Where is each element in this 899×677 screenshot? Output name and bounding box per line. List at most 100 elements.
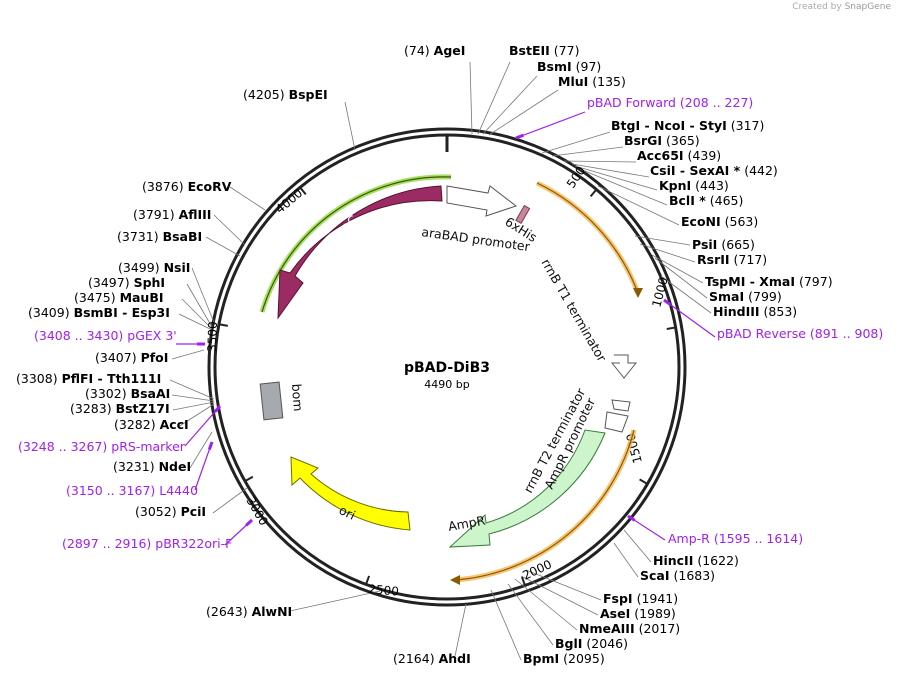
site-position: (799) — [748, 289, 782, 304]
site-position: (443) — [695, 178, 729, 193]
primer-label[interactable]: (3150 .. 3167) L4440 — [66, 483, 198, 498]
primer-label[interactable]: (3248 .. 3267) pRS-marker — [18, 439, 186, 454]
site-name: BsaAI — [131, 386, 171, 401]
restriction-site-label[interactable]: (3282) AccI — [114, 417, 189, 432]
restriction-site-label[interactable]: BglI (2046) — [555, 636, 628, 651]
araBAD-promoter-feature — [446, 185, 518, 217]
primer-label[interactable]: (2897 .. 2916) pBR322ori-F — [62, 536, 232, 551]
site-name: BpmI — [523, 651, 559, 666]
restriction-site-label[interactable]: KpnI (443) — [659, 178, 729, 193]
primer-marker — [663, 298, 672, 306]
restriction-site-label[interactable]: TspMI - XmaI (797) — [705, 274, 833, 289]
restriction-site-label[interactable]: (3791) AflIII — [133, 207, 211, 222]
leader-line — [571, 163, 650, 178]
restriction-site-label[interactable]: HindIII (853) — [713, 304, 797, 319]
site-name: BsmI — [537, 59, 572, 74]
rrnB-T2-feature — [611, 399, 631, 412]
site-name: PciI — [181, 504, 207, 519]
primer-marker — [207, 441, 214, 451]
restriction-site-label[interactable]: MluI (135) — [558, 74, 626, 89]
restriction-site-label[interactable]: HincII (1622) — [653, 553, 739, 568]
restriction-site-label[interactable]: (3499) NsiI — [118, 260, 190, 275]
restriction-site-label[interactable]: (3052) PciI — [135, 504, 206, 519]
site-name: BstZ17I — [116, 401, 170, 416]
leader-line — [344, 101, 356, 151]
tick-mark — [666, 326, 676, 330]
site-name: HindIII — [713, 304, 760, 319]
leader-line — [551, 146, 624, 157]
orange-highlight-bottom-arrow — [450, 575, 460, 585]
leader-line — [651, 254, 704, 284]
restriction-site-label[interactable]: (3731) BsaBI — [117, 229, 202, 244]
primer-marker — [245, 518, 254, 527]
primer-label[interactable]: pBAD Reverse (891 .. 908) — [717, 326, 883, 341]
site-name: BsmBI - Esp3I — [74, 305, 170, 320]
restriction-site-label[interactable]: PsiI (665) — [692, 237, 755, 252]
leader-line — [613, 542, 639, 578]
site-name: BstEII — [509, 43, 550, 58]
site-position: (891 .. 908) — [810, 326, 883, 341]
restriction-site-label[interactable]: (3409) BsmBI - Esp3I — [28, 305, 170, 320]
restriction-site-label[interactable]: (2643) AlwNI — [206, 604, 292, 619]
site-position: (3302) — [85, 386, 127, 401]
tick-mark — [639, 478, 648, 485]
primer-label[interactable]: (3408 .. 3430) pGEX 3' — [34, 328, 177, 343]
site-name: ScaI — [640, 568, 670, 583]
restriction-site-label[interactable]: (3302) BsaAI — [85, 386, 170, 401]
AmpR-label: AmpR — [447, 513, 487, 534]
restriction-site-label[interactable]: (2164) AhdI — [393, 651, 471, 666]
primer-label[interactable]: Amp-R (1595 .. 1614) — [668, 531, 803, 546]
restriction-site-label[interactable]: NmeAIII (2017) — [579, 621, 680, 636]
site-position: (1622) — [697, 553, 739, 568]
restriction-site-label[interactable]: BstEII (77) — [509, 43, 579, 58]
restriction-site-label[interactable]: (4205) BspEI — [243, 87, 328, 102]
restriction-site-label[interactable]: (3876) EcoRV — [142, 179, 232, 194]
site-position: (3791) — [133, 207, 175, 222]
site-name: AhdI — [439, 651, 471, 666]
site-position: (365) — [666, 133, 700, 148]
tick-label: 3500 — [205, 321, 220, 352]
restriction-site-label[interactable]: BtgI - NcoI - StyI (317) — [611, 118, 764, 133]
orange-highlight-bottom-dark — [454, 429, 635, 581]
restriction-site-label[interactable]: (3283) BstZ17I — [70, 401, 170, 416]
site-position: (77) — [554, 43, 580, 58]
site-name: SphI — [134, 275, 166, 290]
site-position: (97) — [576, 59, 602, 74]
site-name: L4440 — [159, 483, 198, 498]
restriction-site-label[interactable]: FspI (1941) — [603, 591, 678, 606]
primer-label[interactable]: pBAD Forward (208 .. 227) — [587, 95, 753, 110]
tick-mark — [589, 188, 598, 198]
restriction-site-label[interactable]: BpmI (2095) — [523, 651, 605, 666]
orange-highlight-top-arrow — [633, 288, 643, 298]
restriction-site-label[interactable]: ScaI (1683) — [640, 568, 715, 583]
restriction-site-label[interactable]: BsrGI (365) — [624, 133, 700, 148]
leader-line — [178, 313, 211, 330]
restriction-site-label[interactable]: (3475) MauBI — [74, 290, 164, 305]
restriction-site-label[interactable]: CsiI - SexAI * (442) — [650, 163, 778, 178]
restriction-site-label[interactable]: (3231) NdeI — [113, 459, 191, 474]
ori-label: ori — [337, 502, 358, 523]
site-name: BtgI - NcoI - StyI — [611, 118, 727, 133]
site-position: (1683) — [673, 568, 715, 583]
site-position: (3282) — [114, 417, 156, 432]
site-name: BsaBI — [163, 229, 203, 244]
restriction-site-label[interactable]: AseI (1989) — [600, 606, 676, 621]
site-name: PsiI — [692, 237, 717, 252]
restriction-site-label[interactable]: (3308) PflFI - Tth111I — [16, 371, 161, 386]
leader-line — [660, 275, 712, 314]
restriction-site-label[interactable]: (74) AgeI — [404, 43, 465, 58]
restriction-site-label[interactable]: (3497) SphI — [88, 275, 165, 290]
restriction-site-label[interactable]: RsrII (717) — [697, 252, 767, 267]
restriction-site-label[interactable]: BclI * (465) — [669, 193, 743, 208]
backbone-inner — [213, 133, 681, 601]
restriction-site-label[interactable]: SmaI (799) — [709, 289, 782, 304]
site-labels: (74) AgeI BstEII (77)BsmI (97)MluI (135) p… — [16, 43, 883, 666]
restriction-site-label[interactable]: EcoNI (563) — [681, 214, 758, 229]
leader-line — [520, 575, 599, 616]
his-tag-feature — [515, 204, 531, 224]
site-leaders — [169, 61, 716, 661]
restriction-site-label[interactable]: BsmI (97) — [537, 59, 601, 74]
restriction-site-label[interactable]: Acc65I (439) — [637, 148, 721, 163]
site-name: RsrII — [697, 252, 730, 267]
restriction-site-label[interactable]: (3407) PfoI — [95, 350, 168, 365]
